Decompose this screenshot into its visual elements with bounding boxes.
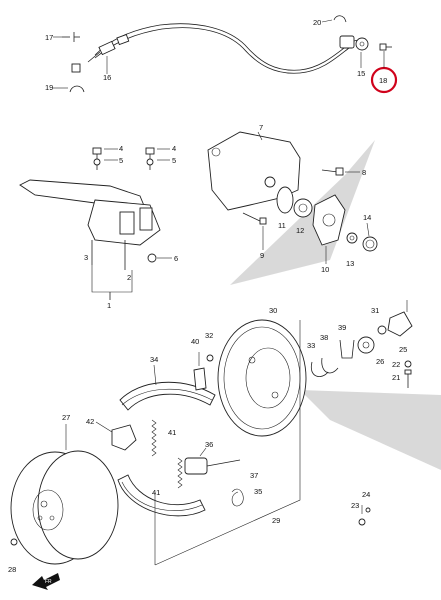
part-42-adjuster: [111, 424, 137, 451]
callout-32: 32: [205, 331, 213, 340]
callout-4b: 4: [172, 144, 176, 153]
callout-13: 13: [346, 259, 354, 268]
parking-brake-lever: [19, 179, 161, 300]
callout-19: 19: [45, 83, 53, 92]
part-10-plate: [312, 194, 346, 246]
callout-30: 30: [269, 306, 277, 315]
callout-31: 31: [371, 306, 379, 315]
callout-9: 9: [260, 251, 264, 260]
part-18-bolt: [379, 43, 392, 51]
callout-5a: 5: [119, 156, 123, 165]
callout-18: 18: [379, 76, 387, 85]
part-34-upper-shoe: [119, 381, 216, 411]
part-7-bracket: [207, 131, 301, 211]
part-20-clip: [333, 15, 347, 23]
callout-1: 1: [107, 301, 111, 310]
part-29-assembly-bracket: [154, 320, 301, 566]
callout-21: 21: [392, 373, 400, 382]
callout-labels: 17 16 19 20 15 18 4 5 4 5 6 3 2 1 7 8 9 …: [8, 18, 407, 574]
part-9-bolt: [242, 212, 267, 225]
callout-15: 15: [357, 69, 365, 78]
callout-29: 29: [272, 516, 280, 525]
part-31-grommet: [357, 336, 375, 354]
callout-16: 16: [103, 73, 111, 82]
callout-34: 34: [150, 355, 158, 364]
part-8-bolt: [321, 167, 360, 176]
callout-22: 22: [392, 360, 400, 369]
part-23-24-fittings: [358, 505, 371, 526]
direction-label: FR: [45, 579, 52, 585]
part-6-nut: [147, 253, 172, 263]
callout-23: 23: [351, 501, 359, 510]
callout-11: 11: [278, 221, 286, 230]
part-17-pin: [62, 32, 80, 42]
callout-33: 33: [307, 341, 315, 350]
callout-41a: 41: [168, 428, 176, 437]
part-4-5-bolts: [92, 147, 170, 170]
callout-7: 7: [259, 123, 263, 132]
callout-25: 25: [399, 345, 407, 354]
callout-41b: 41: [152, 488, 160, 497]
part-25-sensor: [387, 300, 413, 337]
callout-35: 35: [254, 487, 262, 496]
callout-12: 12: [296, 226, 304, 235]
callout-37: 37: [250, 471, 258, 480]
callout-2: 2: [127, 273, 131, 282]
callout-6: 6: [174, 254, 178, 263]
callout-14: 14: [363, 213, 371, 222]
callout-26: 26: [376, 357, 384, 366]
callout-39: 39: [338, 323, 346, 332]
part-33-38-39-clips: [310, 339, 355, 377]
part-clip-left: [71, 63, 81, 73]
front-direction-arrow: FR: [32, 573, 60, 590]
callout-36: 36: [205, 440, 213, 449]
watermark-shading: [230, 140, 441, 470]
part-12-bushing: [293, 198, 313, 218]
part-14-ring: [362, 236, 378, 252]
callout-40: 40: [191, 337, 199, 346]
callout-38: 38: [320, 333, 328, 342]
part-35-spring: [231, 488, 244, 507]
callout-10: 10: [321, 265, 329, 274]
callout-28: 28: [8, 565, 16, 574]
part-41-springs: [151, 419, 183, 489]
part-32-nut: [206, 354, 214, 362]
part-21-22-bolts: [404, 360, 412, 388]
callout-42: 42: [86, 417, 94, 426]
callout-27: 27: [62, 413, 70, 422]
part-15-washer: [355, 37, 369, 51]
part-40-lever: [193, 352, 207, 391]
part-19-clip: [69, 85, 85, 93]
callout-5b: 5: [172, 156, 176, 165]
part-13-washer: [346, 232, 358, 244]
part-11-bushing: [276, 186, 294, 214]
part-30-backing-plate: [217, 319, 307, 437]
parking-brake-cable: [87, 23, 359, 74]
part-28-nut: [10, 538, 18, 546]
callout-17: 17: [45, 33, 53, 42]
part-27-brake-drum: [10, 450, 119, 565]
part-lower-shoe: [117, 474, 206, 517]
part-36-wheel-cylinder: [184, 447, 241, 475]
callout-20: 20: [313, 18, 321, 27]
callout-8: 8: [362, 168, 366, 177]
callout-24: 24: [362, 490, 370, 499]
callout-4a: 4: [119, 144, 123, 153]
callout-3: 3: [84, 253, 88, 262]
part-26-bleeder: [377, 325, 387, 335]
